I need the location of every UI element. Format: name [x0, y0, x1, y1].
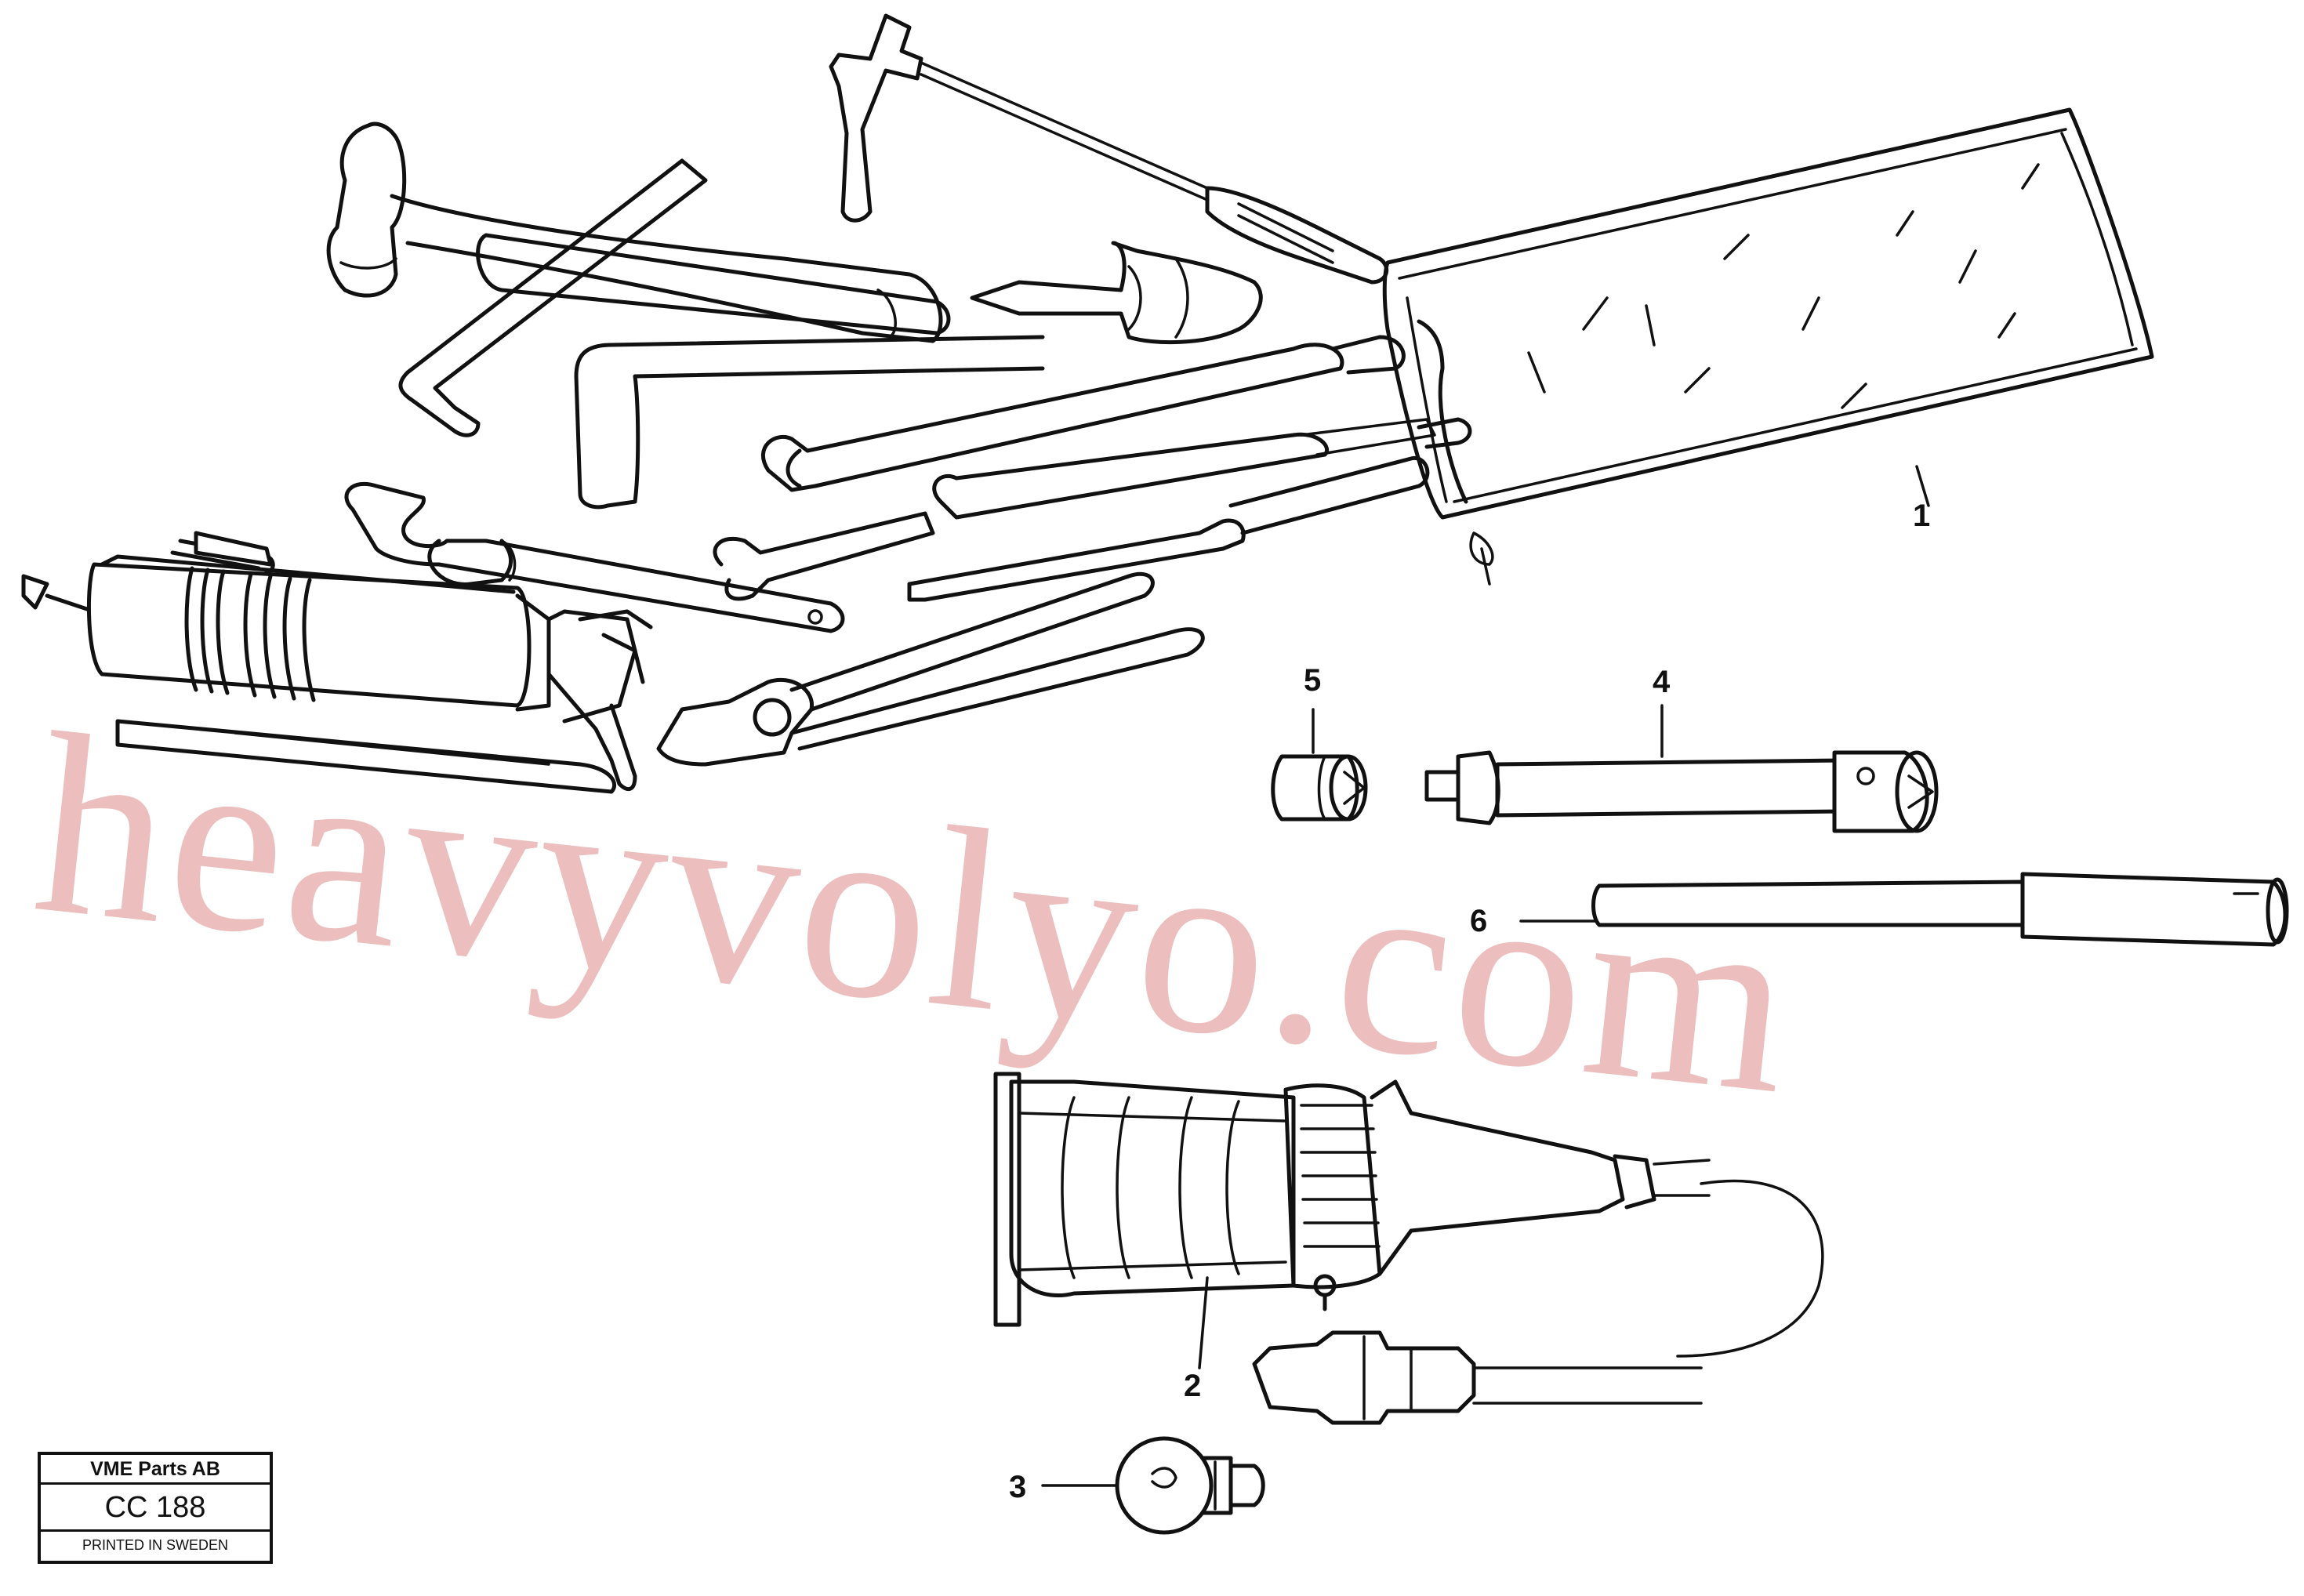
- title-block: VME Parts AB CC 188 PRINTED IN SWEDEN: [38, 1452, 273, 1564]
- screwdriver-bar: [476, 233, 951, 339]
- u-bar-tool: [574, 335, 1045, 510]
- open-spanner: [713, 511, 935, 601]
- allen-key: [398, 158, 708, 437]
- callout-3: 3: [1009, 1470, 1027, 1504]
- extension-bar-item-4: [1424, 750, 1939, 833]
- t-handle-tool: [829, 13, 1389, 285]
- inspection-lamp-item-2: [993, 1072, 1824, 1425]
- title-block-code: CC 188: [41, 1485, 270, 1532]
- flat-screwdriver: [907, 456, 1430, 602]
- tool-bag: [1382, 107, 2154, 586]
- pliers: [656, 571, 1205, 767]
- bulb-item-3: [1115, 1436, 1265, 1535]
- callout-2: 2: [1184, 1369, 1202, 1403]
- title-block-printed: PRINTED IN SWEDEN: [82, 1537, 228, 1553]
- callout-1: 1: [1913, 499, 1931, 533]
- tommy-bar-item-6: [1591, 872, 2289, 947]
- title-block-company: VME Parts AB: [41, 1455, 270, 1485]
- hammer: [326, 122, 943, 343]
- leader-lines: [1041, 465, 1930, 1487]
- grease-gun: [21, 531, 653, 794]
- callout-5: 5: [1304, 663, 1322, 698]
- callout-6: 6: [1470, 904, 1488, 938]
- screwdriver-forked: [970, 241, 1263, 345]
- socket-item-5: [1271, 754, 1368, 822]
- spanners: [761, 335, 1472, 520]
- callout-4: 4: [1653, 665, 1671, 699]
